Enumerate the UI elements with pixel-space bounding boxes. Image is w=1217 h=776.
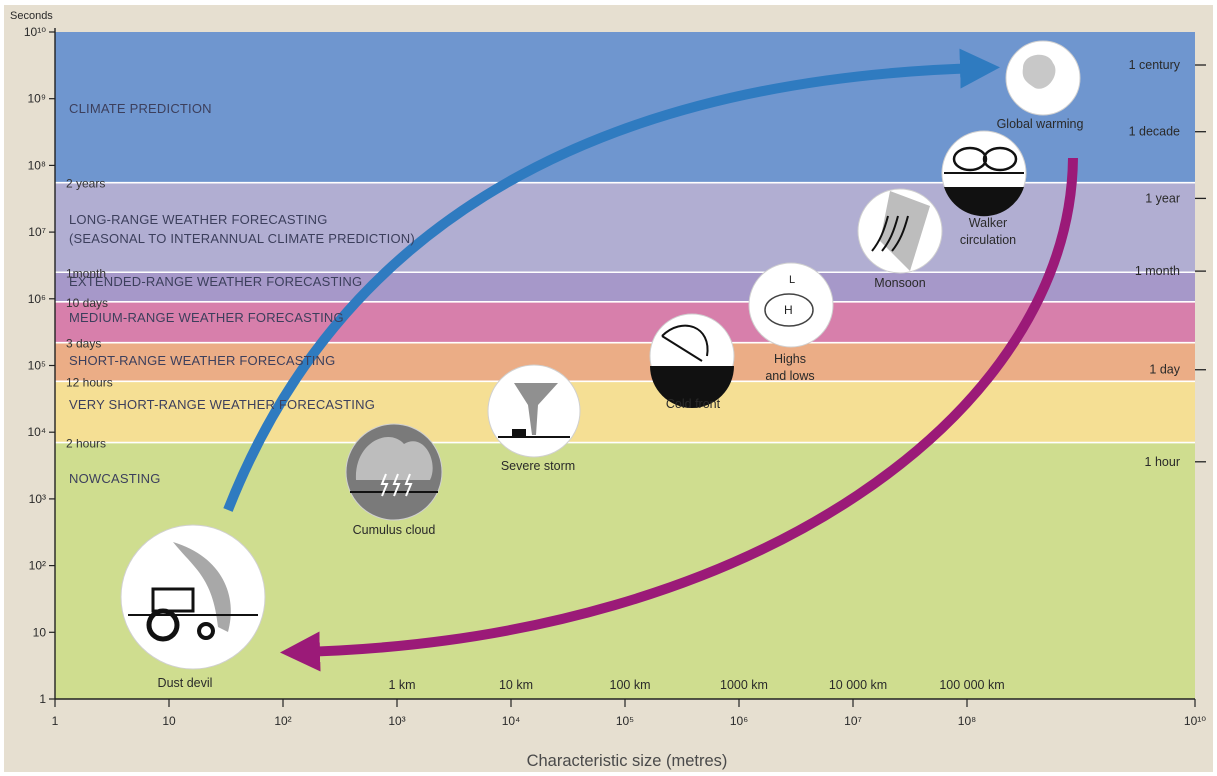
band-label-3: MEDIUM-RANGE WEATHER FORECASTING [69, 310, 344, 325]
arrow-down-purple [280, 157, 1078, 672]
time-scale-label-5: 1 hour [1145, 455, 1180, 469]
x-axis-label: Characteristic size (metres) [527, 752, 728, 770]
y-tick-label-0: 1 [39, 692, 46, 706]
distance-label-3: 1000 km [720, 678, 768, 692]
walker-circulation-icon [941, 130, 1027, 217]
y-tick-label-1: 10 [33, 625, 47, 639]
time-scale-label-2: 1 year [1145, 191, 1180, 205]
band-label-4: SHORT-RANGE WEATHER FORECASTING [69, 353, 335, 368]
cold-front-icon [649, 313, 735, 408]
x-tick-label-9: 10¹⁰ [1184, 714, 1206, 728]
boundary-label-2: 10 days [66, 296, 108, 310]
distance-label-4: 10 000 km [829, 678, 887, 692]
phenomenon-label-7: Global warming [997, 117, 1084, 131]
time-scale-label-1: 1 decade [1129, 125, 1180, 139]
time-scale-label-0: 1 century [1129, 58, 1181, 72]
pressure-map-icon: HL [748, 262, 834, 348]
boundary-label-5: 2 hours [66, 437, 106, 451]
phenomenon-label-3: Cold front [666, 397, 721, 411]
tractor-dust-icon [120, 524, 266, 670]
x-tick-label-1: 10 [162, 714, 176, 728]
phenomenon-label-1: Cumulus cloud [353, 523, 436, 537]
x-tick-label-4: 10⁴ [502, 714, 521, 728]
phenomenon-label-5: Monsoon [874, 276, 925, 290]
y-tick-label-7: 10⁷ [28, 225, 46, 239]
x-tick-label-6: 10⁶ [730, 714, 748, 728]
band-label-1-line2: (SEASONAL TO INTERANNUAL CLIMATE PREDICT… [69, 231, 415, 246]
x-tick-label-2: 10² [274, 714, 291, 728]
band-3 [55, 301, 1195, 343]
tornado-icon [487, 364, 581, 458]
y-tick-label-9: 10⁹ [28, 92, 47, 106]
distance-label-5: 100 000 km [939, 678, 1004, 692]
monsoon-icon [857, 188, 943, 274]
phenomenon-label-6: Walker [969, 216, 1007, 230]
y-tick-label-3: 10³ [29, 492, 46, 506]
y-tick-label-6: 10⁶ [28, 292, 46, 306]
time-scale-label-4: 1 day [1149, 363, 1180, 377]
band-label-1: LONG-RANGE WEATHER FORECASTING [69, 212, 328, 227]
y-tick-label-10: 10¹⁰ [24, 25, 46, 39]
phenomenon-label-6-line2: circulation [960, 233, 1016, 247]
y-tick-label-5: 10⁵ [28, 359, 46, 373]
boundary-label-3: 3 days [66, 337, 101, 351]
phenomenon-label-4: Highs [774, 352, 806, 366]
distance-label-0: 1 km [388, 678, 415, 692]
x-tick-label-7: 10⁷ [844, 714, 862, 728]
y-axis-label: Seconds [10, 10, 53, 22]
distance-label-2: 100 km [610, 678, 651, 692]
y-tick-label-2: 10² [29, 559, 46, 573]
arrow-up-blue [223, 48, 1000, 512]
band-label-6: NOWCASTING [69, 471, 161, 486]
band-5 [55, 381, 1195, 443]
boundary-label-1: 1month [66, 266, 106, 280]
band-label-2: EXTENDED-RANGE WEATHER FORECASTING [69, 274, 362, 289]
x-tick-label-5: 10⁵ [616, 714, 634, 728]
x-tick-label-8: 10⁸ [958, 714, 976, 728]
globe-icon [1005, 40, 1081, 116]
band-label-5: VERY SHORT-RANGE WEATHER FORECASTING [69, 397, 375, 412]
time-scale-label-3: 1 month [1135, 264, 1180, 278]
boundary-label-0: 2 years [66, 177, 105, 191]
phenomenon-label-4-line2: and lows [765, 369, 814, 383]
band-2 [55, 272, 1195, 302]
x-tick-label-0: 1 [52, 714, 59, 728]
distance-label-1: 10 km [499, 678, 533, 692]
low-pressure-glyph: L [789, 274, 795, 286]
band-label-0: CLIMATE PREDICTION [69, 101, 212, 116]
y-tick-label-4: 10⁴ [27, 425, 46, 439]
high-pressure-glyph: H [784, 303, 793, 317]
x-tick-label-3: 10³ [388, 714, 405, 728]
phenomenon-label-0: Dust devil [158, 676, 213, 690]
phenomenon-label-2: Severe storm [501, 459, 575, 473]
y-tick-label-8: 10⁸ [28, 158, 46, 172]
cumulus-cloud-icon [345, 423, 443, 521]
band-1 [55, 182, 1195, 273]
boundary-label-4: 12 hours [66, 375, 113, 389]
